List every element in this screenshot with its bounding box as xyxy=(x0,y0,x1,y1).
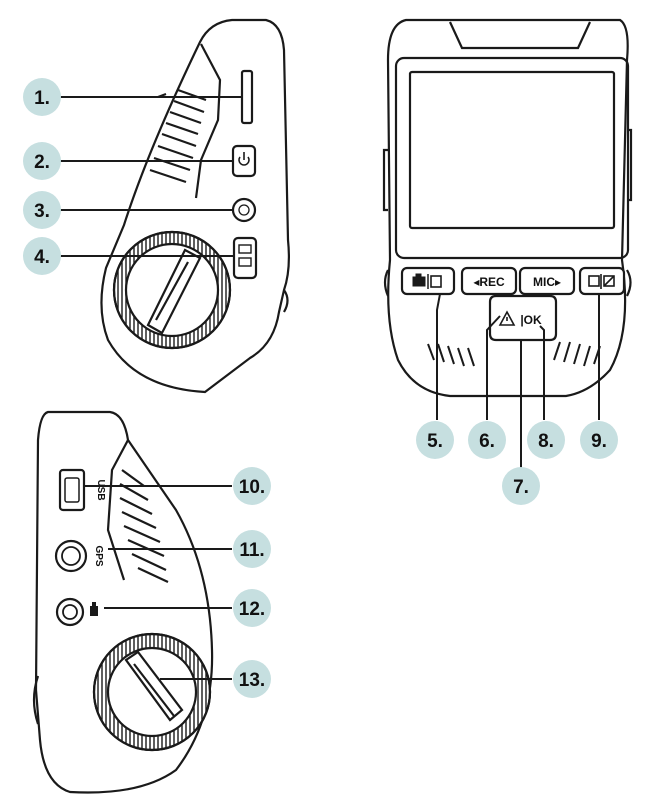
rec-button[interactable] xyxy=(460,266,518,296)
rear-camera-icon xyxy=(90,602,98,616)
leader-8 xyxy=(539,325,545,420)
front-vent-slots xyxy=(427,341,601,367)
ok-button-label: |OK xyxy=(520,313,542,327)
callout-2-badge xyxy=(23,142,61,180)
power-icon xyxy=(238,152,250,166)
callout-6: 6. xyxy=(479,431,495,452)
side-inner-panel xyxy=(194,43,222,199)
callout-6-badge xyxy=(468,421,506,459)
callout-12-badge xyxy=(233,589,271,627)
callout-1: 1. xyxy=(34,88,50,109)
callout-13: 13. xyxy=(239,670,265,691)
screen xyxy=(408,70,616,230)
callout-1-badge xyxy=(23,78,61,116)
usb-port-label: USB xyxy=(95,479,106,500)
callout-9: 9. xyxy=(591,431,607,452)
microsd-slot xyxy=(240,69,254,125)
callout-7: 7. xyxy=(513,477,529,498)
callout-2: 2. xyxy=(34,152,50,173)
leader-lines xyxy=(60,96,600,680)
rec-button-label: ◂REC xyxy=(473,275,505,289)
callout-5: 5. xyxy=(427,431,443,452)
mic-button[interactable] xyxy=(518,266,576,296)
callout-8: 8. xyxy=(538,431,554,452)
screen-button[interactable] xyxy=(578,266,626,296)
callout-7-badge xyxy=(502,467,540,505)
mount-dial xyxy=(92,632,212,752)
callout-9-badge xyxy=(580,421,618,459)
callout-4: 4. xyxy=(34,247,50,268)
front-side-bump-left xyxy=(382,148,388,212)
screen-bezel xyxy=(394,56,630,260)
power-button[interactable] xyxy=(231,144,257,178)
lock-button[interactable] xyxy=(232,236,258,280)
reset-icon xyxy=(238,204,250,216)
ok-button[interactable] xyxy=(488,294,558,342)
side2-inner-panel xyxy=(106,439,129,581)
callout-5-badge xyxy=(416,421,454,459)
lock-icon xyxy=(238,244,252,267)
reset-button[interactable] xyxy=(231,197,257,223)
side-view-right xyxy=(32,410,214,794)
callout-4-badge xyxy=(23,237,61,275)
gps-port-label: GPS xyxy=(93,545,104,566)
side-bump xyxy=(283,289,289,313)
leader-5 xyxy=(436,293,441,420)
callout-10-badge xyxy=(233,467,271,505)
side-view-left xyxy=(100,18,290,394)
warning-triangle-icon xyxy=(498,310,516,326)
callout-3: 3. xyxy=(34,201,50,222)
side2-bump xyxy=(32,675,40,725)
usb-port[interactable] xyxy=(58,468,86,512)
callout-11: 11. xyxy=(239,540,264,561)
front-side-bump-right xyxy=(627,128,633,202)
side-vent-slots xyxy=(149,88,207,184)
callout-13-badge xyxy=(233,660,271,698)
mic-button-label: MIC▸ xyxy=(533,275,561,289)
front-view xyxy=(382,18,633,398)
callout-3-badge xyxy=(23,191,61,229)
camera-icon xyxy=(412,273,442,289)
mount-dial-top xyxy=(112,230,232,350)
side2-body-outline xyxy=(34,410,214,794)
callouts: 1. 2. 3. 4. 5. 6. 7. 8. 9. 10. 11. 12. 1… xyxy=(23,78,618,698)
side-body-outline xyxy=(100,18,290,394)
rear-camera-port[interactable] xyxy=(55,597,85,627)
callout-12: 12. xyxy=(239,599,265,620)
gps-port[interactable] xyxy=(54,539,88,573)
callout-8-badge xyxy=(527,421,565,459)
top-vent xyxy=(449,21,591,50)
front-body-outline xyxy=(386,18,629,398)
callout-11-badge xyxy=(233,530,271,568)
screen-icon xyxy=(588,274,615,289)
leader-6 xyxy=(486,315,501,420)
side2-vent-slots xyxy=(119,469,169,583)
callout-10: 10. xyxy=(239,477,265,498)
